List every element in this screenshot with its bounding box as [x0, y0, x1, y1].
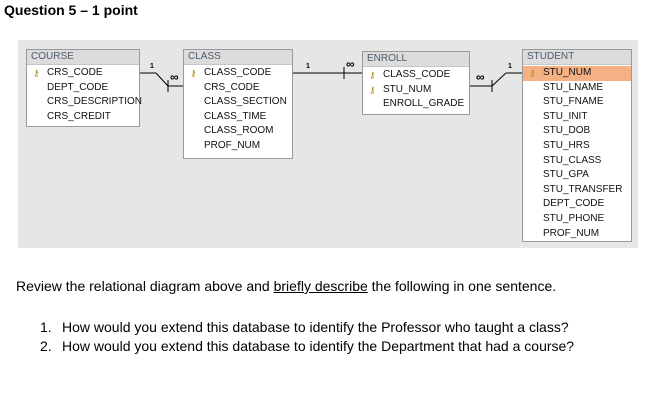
cardinality-one-label: 1 — [508, 63, 512, 70]
review-emphasis: briefly describe — [273, 278, 368, 294]
field-row[interactable]: STU_LNAME — [523, 81, 631, 96]
question-number: 1. — [40, 319, 52, 335]
field-name: STU_PHONE — [543, 212, 605, 224]
field-name: CLASS_CODE — [204, 67, 272, 78]
table-title: CLASS — [184, 50, 292, 65]
table-enroll[interactable]: ENROLL ⚷ CLASS_CODE ⚷ STU_NUM ENROLL_GRADE — [362, 51, 470, 115]
field-row[interactable]: CRS_CREDIT — [27, 110, 139, 125]
key-icon: ⚷ — [529, 68, 536, 78]
table-title: COURSE — [27, 50, 139, 65]
cardinality-many-label: ∞ — [346, 57, 355, 71]
review-instructions: Review the relational diagram above and … — [16, 278, 556, 294]
key-icon: ⚷ — [190, 68, 197, 78]
key-icon: ⚷ — [369, 70, 376, 80]
field-row[interactable]: CLASS_TIME — [184, 110, 292, 125]
field-name: STU_GPA — [543, 169, 589, 181]
field-name: STU_DOB — [543, 125, 591, 137]
field-row[interactable]: ⚷ STU_NUM — [363, 83, 469, 98]
field-row[interactable]: CRS_CODE — [184, 81, 292, 96]
table-student[interactable]: STUDENT ⚷ STU_NUM STU_LNAME STU_FNAME STU_INI… — [522, 49, 632, 242]
field-name: STU_LNAME — [543, 81, 604, 93]
field-row[interactable]: ⚷ STU_NUM — [523, 66, 631, 81]
field-name: CLASS_CODE — [383, 69, 451, 80]
field-row[interactable]: PROF_NUM — [523, 227, 631, 242]
key-icon: ⚷ — [33, 68, 40, 78]
table-title: STUDENT — [523, 50, 631, 65]
field-row[interactable]: ⚷ CRS_CODE — [27, 66, 139, 81]
field-name: STU_CLASS — [543, 154, 602, 166]
field-row[interactable]: STU_FNAME — [523, 95, 631, 110]
field-name: STU_NUM — [383, 83, 432, 95]
cardinality-many-label: ∞ — [170, 70, 179, 84]
question-text: How would you extend this database to id… — [62, 338, 575, 354]
field-name: ENROLL_GRADE — [383, 98, 465, 110]
question-list: 1. How would you extend this database to … — [40, 318, 574, 356]
field-row[interactable]: STU_TRANSFER — [523, 183, 631, 198]
cardinality-one-label: 1 — [150, 63, 154, 70]
field-name: CLASS_ROOM — [204, 125, 274, 137]
key-icon: ⚷ — [369, 84, 376, 95]
table-class[interactable]: CLASS ⚷ CLASS_CODE CRS_CODE CLASS_SECTION CLA… — [183, 49, 293, 159]
field-name: CRS_DESCRIPTION — [47, 96, 143, 108]
question-item-1: 1. How would you extend this database to … — [40, 318, 574, 337]
field-name: STU_TRANSFER — [543, 183, 623, 195]
field-name: DEPT_CODE — [543, 198, 605, 210]
field-list: ⚷ CLASS_CODE ⚷ STU_NUM ENROLL_GRADE — [363, 67, 469, 112]
question-number: 2. — [40, 338, 52, 354]
field-row[interactable]: CRS_DESCRIPTION — [27, 95, 143, 110]
field-row[interactable]: CLASS_SECTION — [184, 95, 292, 110]
field-name: CRS_CODE — [47, 67, 103, 78]
relationship-lines: 1 ∞ 1 ∞ 1 ∞ — [140, 57, 522, 92]
field-name: CLASS_TIME — [204, 110, 267, 122]
field-list: ⚷ CLASS_CODE CRS_CODE CLASS_SECTION CLASS_TI… — [184, 65, 292, 154]
field-row[interactable]: CLASS_ROOM — [184, 124, 292, 139]
cardinality-one-label: 1 — [306, 63, 310, 70]
field-name: CRS_CODE — [204, 81, 260, 93]
field-list: ⚷ STU_NUM STU_LNAME STU_FNAME STU_INIT STU_DO… — [523, 65, 631, 241]
field-list: ⚷ CRS_CODE DEPT_CODE CRS_DESCRIPTION CRS_CRE… — [27, 65, 143, 125]
field-row[interactable]: STU_CLASS — [523, 154, 631, 169]
field-name: STU_FNAME — [543, 96, 604, 108]
table-title: ENROLL — [363, 52, 469, 67]
field-name: PROF_NUM — [204, 139, 261, 151]
field-row[interactable]: STU_PHONE — [523, 212, 631, 227]
field-row[interactable]: ⚷ CLASS_CODE — [363, 68, 469, 83]
review-prefix: Review the relational diagram above and — [16, 278, 274, 294]
relational-diagram: 1 ∞ 1 ∞ 1 ∞ COURSE ⚷ CRS_CODE DEPT_CODE CRS_DESCR… — [18, 40, 638, 248]
question-item-2: 2. How would you extend this database to … — [40, 337, 574, 356]
field-name: STU_INIT — [543, 110, 588, 122]
question-title: Question 5 – 1 point — [4, 2, 138, 18]
field-name: PROF_NUM — [543, 227, 600, 239]
field-row[interactable]: ENROLL_GRADE — [363, 97, 469, 112]
field-name: DEPT_CODE — [47, 81, 109, 93]
field-row[interactable]: STU_GPA — [523, 168, 631, 183]
field-name: STU_NUM — [543, 67, 592, 78]
field-name: STU_HRS — [543, 139, 590, 151]
review-suffix: the following in one sentence. — [367, 278, 557, 294]
field-name: CLASS_SECTION — [204, 96, 287, 108]
field-row[interactable]: ⚷ CLASS_CODE — [184, 66, 292, 81]
cardinality-many-label: ∞ — [476, 70, 485, 84]
field-row[interactable]: PROF_NUM — [184, 139, 292, 154]
field-name: CRS_CREDIT — [47, 110, 111, 122]
relationship-line — [491, 72, 507, 87]
field-row[interactable]: DEPT_CODE — [27, 81, 139, 96]
field-row[interactable]: DEPT_CODE — [523, 197, 631, 212]
field-row[interactable]: STU_HRS — [523, 139, 631, 154]
field-row[interactable]: STU_INIT — [523, 110, 631, 125]
relationship-line — [155, 72, 169, 87]
field-row[interactable]: STU_DOB — [523, 124, 631, 139]
question-text: How would you extend this database to id… — [62, 319, 569, 335]
table-course[interactable]: COURSE ⚷ CRS_CODE DEPT_CODE CRS_DESCRIPTION C… — [26, 49, 143, 127]
